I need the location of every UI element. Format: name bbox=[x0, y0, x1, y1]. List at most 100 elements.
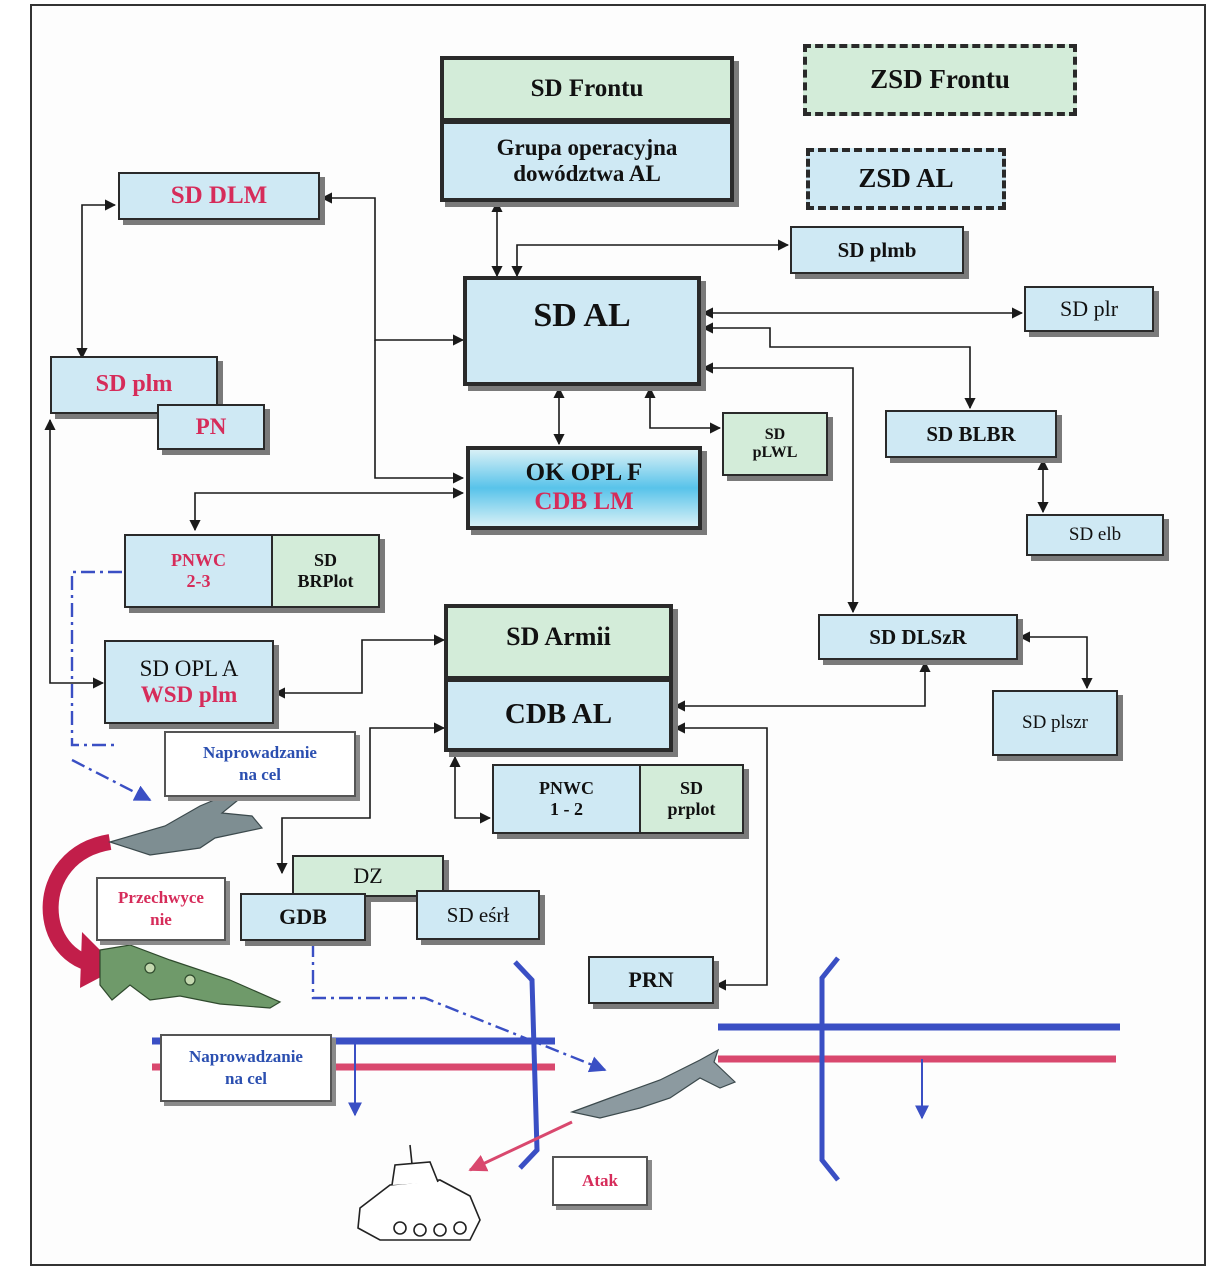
interception-arrowhead bbox=[80, 932, 118, 988]
sd-plm-label: SD plm bbox=[95, 371, 173, 398]
tank-icon bbox=[357, 1144, 481, 1241]
sd-frontu-label: SD Frontu bbox=[530, 74, 644, 102]
sd-plszr-box: SD plszr bbox=[992, 690, 1118, 756]
link-dlszr-plszr bbox=[1018, 631, 1093, 690]
sd-elb-box: SD elb bbox=[1026, 514, 1164, 556]
gdb-box: GDB bbox=[240, 893, 366, 941]
sd-brplot-line1: SD bbox=[313, 550, 337, 571]
sd-plr-label: SD plr bbox=[1059, 296, 1119, 322]
sd-prplot-line2: prplot bbox=[667, 799, 716, 819]
zsd-al-label: ZSD AL bbox=[858, 163, 954, 194]
vertical-boundary-left bbox=[513, 960, 540, 1170]
sd-plwl-box: SD pLWL bbox=[722, 412, 828, 476]
attack-arrow bbox=[468, 1120, 573, 1172]
link-dlm-plm bbox=[76, 199, 117, 360]
interception-callout-line2: nie bbox=[150, 910, 172, 929]
pnwc-12-cell: PNWC 1 - 2 bbox=[494, 766, 639, 832]
pnwc-12-line1: PNWC bbox=[539, 778, 594, 799]
link-cdb-gdb bbox=[276, 722, 446, 875]
interception-callout: Przechwyce nie bbox=[96, 877, 226, 941]
link-plm-opla bbox=[44, 418, 105, 689]
sd-blbr-label: SD BLBR bbox=[926, 421, 1016, 446]
sd-dlm-label: SD DLM bbox=[170, 181, 268, 209]
link-al-dlszr bbox=[701, 362, 859, 614]
sd-al-label: SD AL bbox=[533, 297, 631, 334]
sd-brplot-cell: SD BRPlot bbox=[271, 536, 378, 606]
cdb-al-label: CDB AL bbox=[504, 698, 613, 731]
link-al-blbr bbox=[701, 322, 976, 410]
sd-opl-a-label: SD OPL A bbox=[139, 655, 239, 681]
sd-esrl-box: SD eśrł bbox=[416, 890, 540, 940]
prn-box: PRN bbox=[588, 956, 714, 1004]
link-okopl-pnwc23 bbox=[189, 487, 465, 532]
guidance-line-top-arrow bbox=[71, 758, 152, 802]
sd-dlszr-label: SD DLSzR bbox=[869, 624, 967, 649]
aircraft-icon-camo bbox=[99, 944, 282, 1009]
zsd-frontu-label: ZSD Frontu bbox=[870, 64, 1010, 95]
link-cdb-pnwc12 bbox=[449, 755, 492, 824]
attack-callout-label: Atak bbox=[582, 1170, 618, 1190]
pnwc-23-cell: PNWC 2-3 bbox=[126, 536, 271, 606]
sd-plwl-line1: SD bbox=[764, 425, 786, 443]
pnwc-23-group: PNWC 2-3 SD BRPlot bbox=[124, 534, 380, 608]
pnwc-12-line2: 1 - 2 bbox=[550, 799, 583, 819]
sd-prplot-cell: SD prplot bbox=[639, 766, 742, 832]
sd-plmb-label: SD plmb bbox=[837, 237, 917, 262]
sd-frontu-box: SD Frontu bbox=[440, 56, 734, 122]
guidance-callout-top-line2: na cel bbox=[238, 765, 282, 784]
link-al-plwl bbox=[644, 386, 722, 434]
grupa-operacyjna-line2: dowództwa AL bbox=[513, 161, 661, 186]
sd-opl-a-box: SD OPL A WSD plm bbox=[104, 640, 274, 724]
sd-al-box: SD AL bbox=[463, 276, 701, 386]
ok-opl-f-box: OK OPL F CDB LM bbox=[466, 446, 702, 530]
interception-callout-line1: Przechwyce bbox=[118, 887, 204, 907]
guidance-callout-top-line1: Naprowadzanie bbox=[203, 742, 317, 762]
link-opla-armii bbox=[273, 634, 446, 699]
link-cdb-dlszr bbox=[673, 660, 931, 712]
aircraft-icon-bottom bbox=[569, 1048, 737, 1119]
ok-opl-f-label: OK OPL F bbox=[525, 459, 643, 487]
guidance-callout-top: Naprowadzanie na cel bbox=[164, 731, 356, 797]
guidance-callout-bottom-line2: na cel bbox=[224, 1069, 268, 1088]
link-cdb-prn bbox=[673, 722, 768, 991]
sd-plr-box: SD plr bbox=[1024, 286, 1154, 332]
link-dlm-okopl bbox=[374, 340, 465, 484]
guidance-callout-bottom-line1: Naprowadzanie bbox=[189, 1046, 303, 1066]
vertical-boundary-right bbox=[819, 956, 840, 1182]
link-dlm-al bbox=[320, 192, 465, 346]
sd-prplot-line1: SD bbox=[679, 778, 703, 799]
pnwc-23-line2: 2-3 bbox=[186, 571, 211, 591]
zsd-al-box: ZSD AL bbox=[806, 148, 1006, 210]
pn-box: PN bbox=[157, 404, 265, 450]
attack-callout: Atak bbox=[552, 1156, 648, 1206]
zsd-frontu-box: ZSD Frontu bbox=[803, 44, 1077, 116]
guidance-line-top bbox=[70, 570, 122, 747]
aircraft-icon-top bbox=[107, 789, 264, 856]
prn-label: PRN bbox=[628, 967, 674, 993]
sd-plmb-box: SD plmb bbox=[790, 226, 964, 274]
pn-label: PN bbox=[195, 413, 227, 439]
wsd-plm-label: WSD plm bbox=[140, 682, 238, 707]
sd-armii-label: SD Armii bbox=[506, 622, 611, 651]
gdb-label: GDB bbox=[279, 904, 327, 930]
sd-esrl-label: SD eśrł bbox=[446, 902, 510, 927]
dz-label: DZ bbox=[353, 863, 383, 889]
sd-dlm-box: SD DLM bbox=[118, 172, 320, 220]
guidance-line-bottom bbox=[311, 943, 607, 1073]
sd-plszr-label: SD plszr bbox=[1022, 712, 1088, 734]
sd-armii-box: SD Armii bbox=[444, 604, 673, 680]
sd-dlszr-box: SD DLSzR bbox=[818, 614, 1018, 660]
cdb-al-box: CDB AL bbox=[444, 678, 673, 752]
link-al-plmb bbox=[511, 239, 790, 278]
cdb-lm-label: CDB LM bbox=[534, 488, 634, 515]
sd-brplot-line2: BRPlot bbox=[297, 571, 354, 591]
grupa-operacyjna-line1: Grupa operacyjna bbox=[496, 134, 678, 160]
sd-plwl-line2: pLWL bbox=[752, 444, 798, 461]
pnwc-12-group: PNWC 1 - 2 SD prplot bbox=[492, 764, 744, 834]
interception-arrow bbox=[42, 834, 112, 973]
sd-blbr-box: SD BLBR bbox=[885, 410, 1057, 458]
sd-elb-label: SD elb bbox=[1068, 524, 1122, 546]
pnwc-23-line1: PNWC bbox=[171, 550, 226, 571]
guidance-callout-bottom: Naprowadzanie na cel bbox=[160, 1034, 332, 1102]
